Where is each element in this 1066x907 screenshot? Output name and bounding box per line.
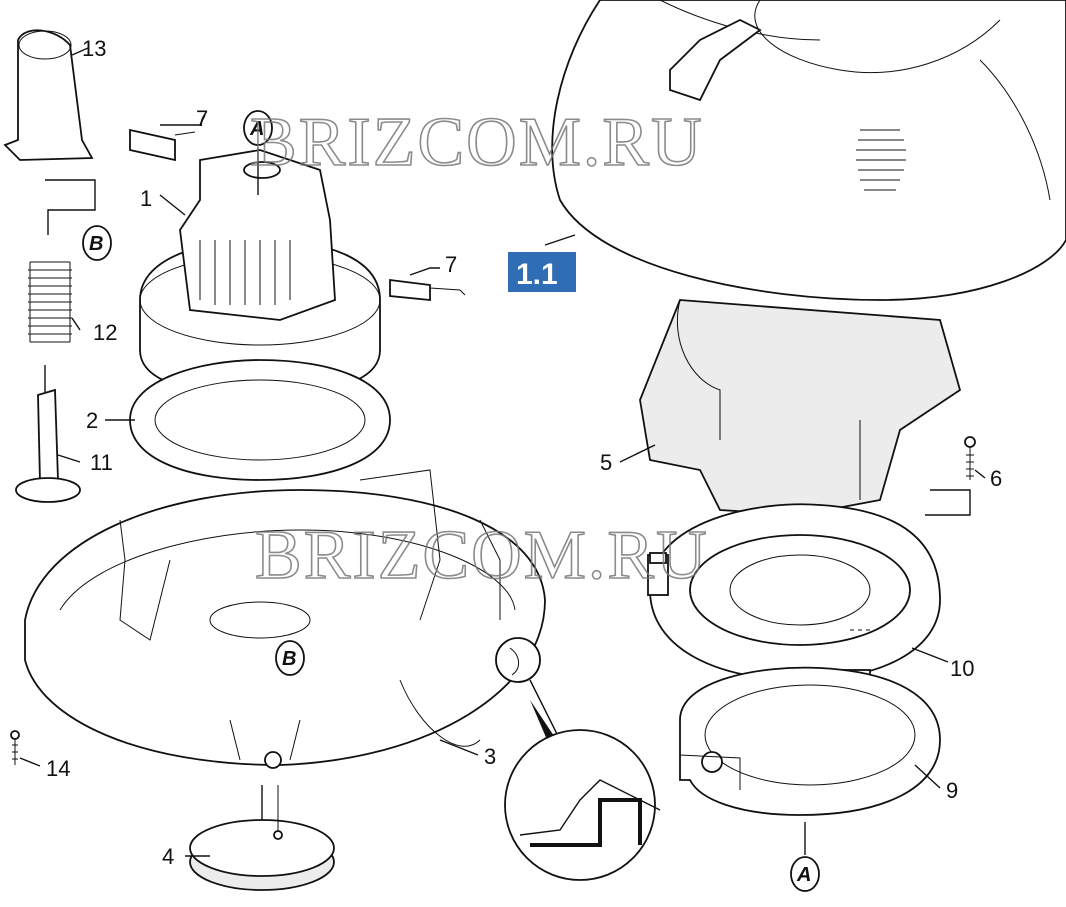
callout-2: 2 xyxy=(86,408,98,433)
callout-5: 5 xyxy=(600,450,612,475)
part-7-brush-lower xyxy=(389,278,466,301)
callout-4: 4 xyxy=(162,844,174,869)
ref-circle-a-top: A xyxy=(243,110,273,146)
callout-11: 11 xyxy=(90,450,113,475)
badge-background xyxy=(508,252,576,292)
watermark-middle: BRIZCOM.RU xyxy=(255,517,709,594)
callouts: 1 2 3 4 5 6 7 7 9 10 11 12 13 14 xyxy=(46,36,1002,869)
svg-text:B: B xyxy=(89,233,103,255)
watermark-top: BRIZCOM.RU xyxy=(250,104,704,181)
callout-7-lower: 7 xyxy=(445,252,457,277)
callout-6: 6 xyxy=(990,466,1002,491)
svg-text:A: A xyxy=(249,118,264,140)
part-badge-1-1: 1.1 xyxy=(508,252,576,292)
callout-9: 9 xyxy=(946,778,958,803)
badge-label: 1.1 xyxy=(516,258,558,291)
part-2-gasket xyxy=(129,359,391,481)
callout-1: 1 xyxy=(140,186,152,211)
housing-screw xyxy=(273,785,283,840)
callout-12: 12 xyxy=(93,320,117,345)
part-11-float xyxy=(15,388,81,503)
part-1-motor xyxy=(139,149,381,396)
ref-circle-a-bottom: A xyxy=(790,856,820,892)
svg-text:A: A xyxy=(796,864,811,886)
svg-text:B: B xyxy=(282,648,296,670)
part-12-spring xyxy=(28,261,72,343)
part-4-cap xyxy=(189,819,335,891)
ref-circle-b-left: B xyxy=(82,225,112,261)
ref-circle-b-center: B xyxy=(275,640,305,676)
callout-13: 13 xyxy=(82,36,106,61)
part-14-screw xyxy=(10,730,20,765)
part-13-intake xyxy=(3,29,94,161)
callout-7-upper: 7 xyxy=(196,106,208,131)
detail-zoom xyxy=(495,637,661,881)
part-5-filter xyxy=(639,299,962,516)
part-3-housing xyxy=(24,469,546,769)
callout-14: 14 xyxy=(46,756,70,781)
part-9-base-ring xyxy=(679,666,941,816)
callout-10: 10 xyxy=(950,656,974,681)
lid-vent-grille xyxy=(856,129,906,191)
part-lid xyxy=(551,0,1066,301)
part-7-brush-upper xyxy=(129,128,196,162)
part-6-screw xyxy=(964,436,976,480)
leader-lines xyxy=(19,47,986,857)
callout-3: 3 xyxy=(484,744,496,769)
